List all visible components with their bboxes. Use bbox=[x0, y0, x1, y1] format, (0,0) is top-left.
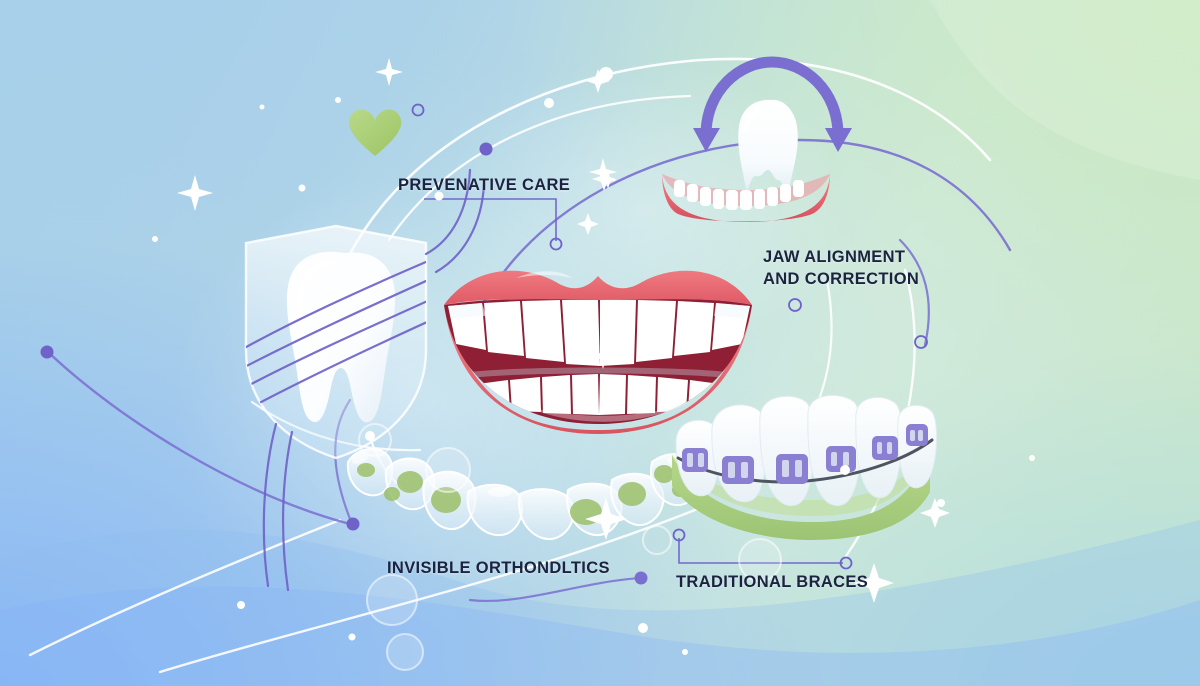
arc-white-top bbox=[328, 57, 992, 302]
shield-flowline-out-1 bbox=[424, 168, 472, 256]
shield-flowline-3 bbox=[246, 288, 426, 392]
lower-lip-highlight bbox=[520, 402, 690, 422]
arc-purple-bottom bbox=[468, 576, 642, 602]
protected-tooth bbox=[286, 251, 396, 423]
connector-endpoints bbox=[40, 67, 945, 633]
upper-lip-highlight bbox=[516, 271, 572, 278]
sparkle-icon bbox=[375, 58, 403, 86]
arc-white-lower-left bbox=[28, 518, 342, 657]
label-invisible-orthodontics: INVISIBLE ORTHONDLTICS bbox=[387, 559, 610, 577]
label-preventative-care: PREVENATIVE CARE bbox=[398, 176, 571, 194]
arrow-head-left bbox=[693, 128, 720, 152]
jaw-teeth-row bbox=[674, 180, 804, 210]
sparkle-icon bbox=[920, 498, 950, 528]
arc-white-lower-sweep bbox=[158, 506, 702, 674]
sparkle-icon bbox=[586, 69, 610, 93]
sparkle-icon bbox=[577, 213, 599, 235]
braces-gum bbox=[672, 448, 930, 540]
arc-purple-right bbox=[898, 238, 930, 347]
heart-icon bbox=[348, 109, 402, 156]
shield-flowline-1 bbox=[246, 254, 426, 358]
rotation-arrow-arc bbox=[693, 56, 852, 152]
shield-flowline-out-2 bbox=[434, 182, 486, 274]
connector-preventative bbox=[424, 198, 557, 241]
sparkle-icon bbox=[592, 167, 616, 191]
bubble-fill-group bbox=[367, 448, 781, 670]
arc-purple-left-lower bbox=[46, 350, 352, 526]
shield-flowline-4 bbox=[246, 306, 426, 412]
sparkle-icon bbox=[177, 175, 213, 211]
arc-white-upper bbox=[387, 94, 692, 242]
sparkle-group bbox=[152, 58, 1035, 655]
arrow-head-right bbox=[825, 128, 852, 152]
sparkle-icon bbox=[854, 563, 894, 603]
shield-flowline-out-3 bbox=[262, 422, 278, 588]
shield-flowline-out-4 bbox=[281, 430, 294, 592]
bubble-group bbox=[358, 423, 782, 671]
sparkle-icon bbox=[585, 498, 627, 540]
upper-lip bbox=[444, 270, 752, 305]
label-jaw-alignment: JAW ALIGNMENT AND CORRECTION bbox=[763, 248, 920, 288]
sparkle-icon bbox=[590, 343, 616, 369]
bracket-slots bbox=[687, 430, 923, 478]
floating-tooth bbox=[738, 99, 798, 191]
connector-traditional bbox=[678, 538, 843, 564]
lower-jaw bbox=[662, 174, 830, 222]
archwire bbox=[676, 438, 934, 484]
label-traditional-braces: TRADITIONAL BRACES bbox=[676, 573, 869, 591]
upper-teeth bbox=[448, 300, 750, 366]
shield-flowline-2 bbox=[246, 270, 426, 374]
